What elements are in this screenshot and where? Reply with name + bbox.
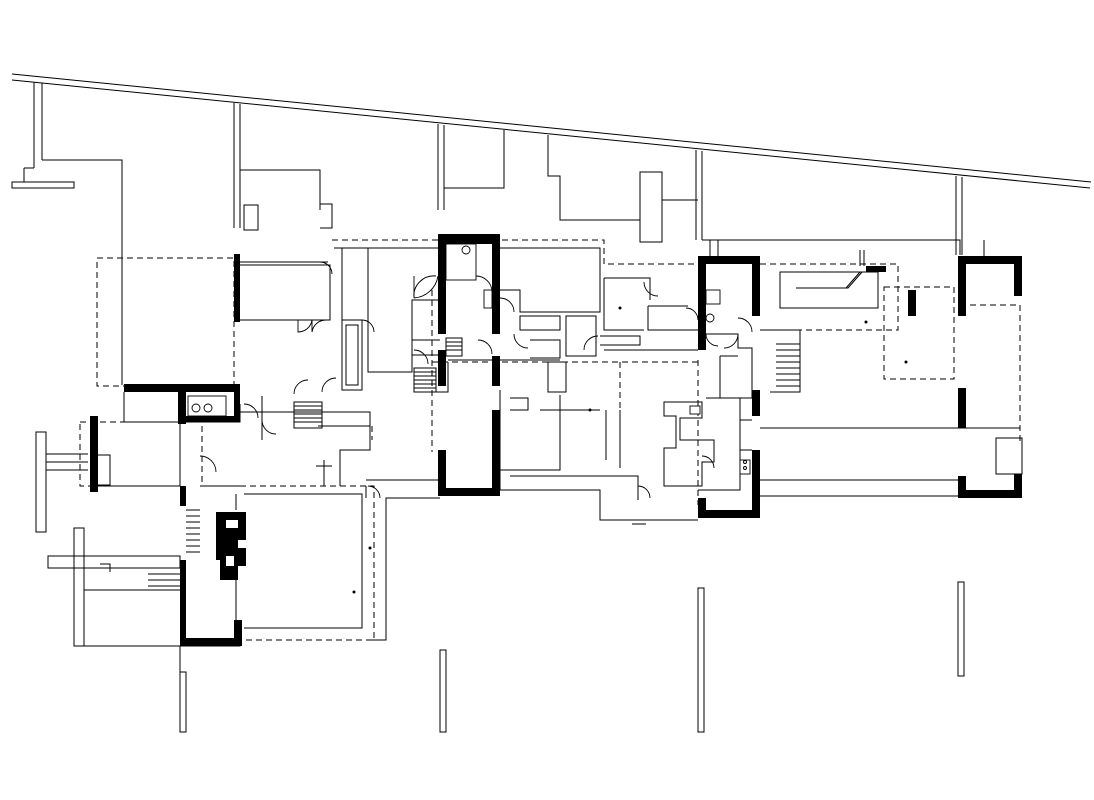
columns xyxy=(179,523,965,733)
stair-treads xyxy=(293,337,801,429)
site-boundary xyxy=(11,73,1092,385)
bathroom-fixtures xyxy=(187,243,751,475)
building-outline xyxy=(240,239,1023,521)
rear-fences xyxy=(233,103,963,255)
load-bearing-walls xyxy=(90,234,1022,646)
fixture-dots xyxy=(352,306,908,594)
door-swings xyxy=(199,261,753,499)
